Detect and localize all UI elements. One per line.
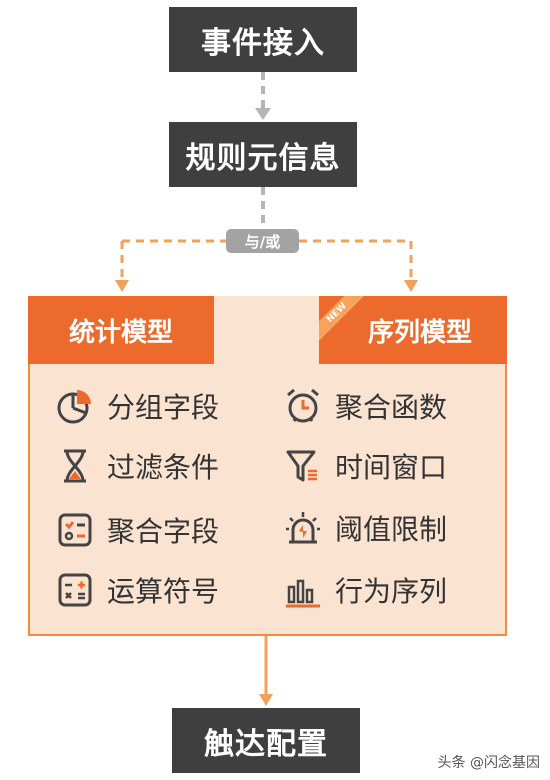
- filter-funnel-icon: [283, 446, 323, 486]
- item-group-field: 分组字段: [55, 386, 219, 426]
- item-label: 运算符号: [107, 575, 220, 608]
- calculator-icon: [55, 570, 95, 610]
- new-ribbon: NEW: [319, 296, 371, 347]
- item-aggregate-function: 聚合函数: [283, 386, 447, 426]
- item-time-window: 时间窗口: [283, 446, 447, 486]
- bar-chart-icon: [283, 570, 323, 610]
- pie-chart-icon: [55, 386, 95, 426]
- and-or-label: 与/或: [244, 232, 281, 251]
- seq-model-label: 序列模型: [367, 317, 472, 348]
- reach-config-node: 触达配置: [172, 708, 360, 773]
- item-aggregate-field: 聚合字段: [55, 510, 219, 550]
- item-label: 聚合字段: [107, 515, 220, 548]
- item-label: 过滤条件: [107, 451, 220, 484]
- item-threshold: 阈值限制: [283, 508, 447, 548]
- item-behavior-sequence: 行为序列: [283, 570, 447, 610]
- item-label: 时间窗口: [335, 451, 448, 484]
- form-list-icon: [55, 510, 95, 550]
- item-label: 阈值限制: [335, 513, 448, 546]
- item-label: 聚合函数: [335, 391, 448, 424]
- rule-meta-label: 规则元信息: [185, 140, 341, 176]
- rule-meta-node: 规则元信息: [169, 122, 357, 187]
- reach-config-label: 触达配置: [204, 726, 328, 762]
- item-filter-condition: 过滤条件: [55, 446, 219, 486]
- alarm-clock-icon: [283, 386, 323, 426]
- and-or-badge: 与/或: [226, 229, 299, 253]
- event-ingest-label: 事件接入: [201, 25, 325, 61]
- item-label: 分组字段: [107, 391, 220, 424]
- hourglass-icon: [55, 446, 95, 486]
- tab-seq-model: NEW 序列模型: [319, 296, 507, 364]
- tab-stat-model: 统计模型: [28, 296, 214, 364]
- item-operator: 运算符号: [55, 570, 219, 610]
- item-label: 行为序列: [335, 575, 448, 608]
- alarm-siren-icon: [283, 508, 323, 548]
- stat-model-label: 统计模型: [68, 317, 173, 348]
- event-ingest-node: 事件接入: [169, 7, 357, 72]
- watermark: 头条 @闪念基因: [437, 755, 540, 771]
